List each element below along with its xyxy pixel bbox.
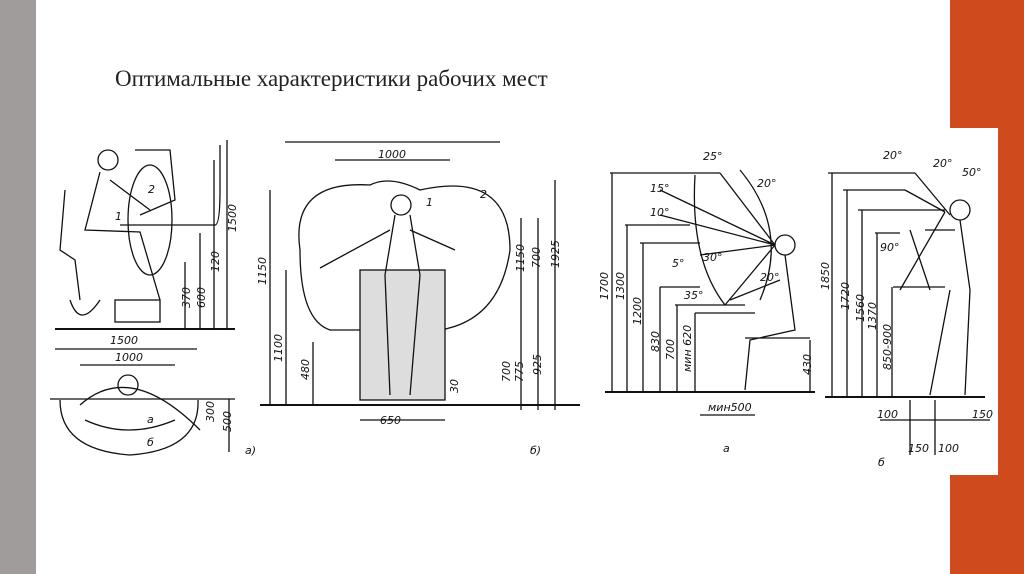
zone-label: а xyxy=(147,413,154,426)
angle-label: 10° xyxy=(650,206,670,219)
dimension-label: 1500 xyxy=(226,204,239,232)
figure-caption: а) xyxy=(245,444,256,457)
figure-caption: а xyxy=(723,442,730,455)
dimension-label: 1150 xyxy=(256,257,269,285)
standing-worker-drawing xyxy=(260,141,580,421)
figure-caption: б) xyxy=(530,444,541,457)
dimension-label: 30 xyxy=(448,379,461,393)
dimension-label: 500 xyxy=(221,411,234,432)
dimension-label: 650 xyxy=(380,414,401,427)
angle-label: 25° xyxy=(703,150,723,163)
dimension-label: 300 xyxy=(204,401,217,422)
dimension-label: 150 xyxy=(908,442,929,455)
dimension-label: 1100 xyxy=(272,334,285,362)
dimension-label: 1300 xyxy=(614,272,627,300)
angle-label: 20° xyxy=(933,157,953,170)
dimension-label: 700 xyxy=(664,339,677,360)
angle-label: 15° xyxy=(650,182,670,195)
dimension-label: 370 xyxy=(180,287,193,308)
dimension-label: 1850 xyxy=(819,262,832,290)
dimension-label: 700 xyxy=(500,361,513,382)
dimension-label: 1150 xyxy=(514,244,527,272)
standing-operator-drawing xyxy=(825,172,990,455)
seated-worker-drawing xyxy=(55,140,235,330)
dimension-label: 100 xyxy=(877,408,898,421)
slide-title: Оптимальные характеристики рабочих мест xyxy=(115,66,548,91)
dimension-label: 480 xyxy=(299,359,312,380)
dimension-label: 150 xyxy=(972,408,993,421)
dimension-label: 1560 xyxy=(854,294,867,322)
zone-label: 1 xyxy=(115,210,122,223)
dimension-label: 1000 xyxy=(378,148,406,161)
dimension-label: 1370 xyxy=(866,302,879,330)
dimension-label: 1700 xyxy=(598,272,611,300)
dimension-label: 430 xyxy=(801,354,814,375)
dimension-label: 1720 xyxy=(839,282,852,310)
seated-operator-drawing xyxy=(605,169,815,416)
left-decor-bar xyxy=(0,0,36,574)
plan-view-drawing xyxy=(50,348,235,456)
dimension-label: 1000 xyxy=(115,351,143,364)
angle-label: 50° xyxy=(962,166,982,179)
dimension-label: 700 xyxy=(530,247,543,268)
dimension-label: мин 620 xyxy=(681,325,694,372)
zone-label: 2 xyxy=(148,183,155,196)
dimension-label: 600 xyxy=(195,287,208,308)
dimension-label: 850-900 xyxy=(881,324,894,370)
dimension-label: 925 xyxy=(531,354,544,375)
angle-label: 90° xyxy=(880,241,900,254)
angle-label: 35° xyxy=(684,289,704,302)
zone-label: 2 xyxy=(480,188,487,201)
dimension-label: 775 xyxy=(513,361,526,382)
angle-label: 20° xyxy=(883,149,903,162)
zone-label: б xyxy=(147,436,154,449)
dimension-label: 830 xyxy=(649,331,662,352)
dimension-label: 120 xyxy=(209,251,222,272)
angle-label: 30° xyxy=(703,251,723,264)
angle-label: 20° xyxy=(760,271,780,284)
dimension-label: 1200 xyxy=(631,297,644,325)
dimension-label: мин500 xyxy=(708,401,752,414)
zone-label: 1 xyxy=(426,196,433,209)
angle-label: 5° xyxy=(672,257,685,270)
dimension-label: 100 xyxy=(938,442,959,455)
figure-caption: б xyxy=(878,456,885,469)
angle-label: 20° xyxy=(757,177,777,190)
dimension-label: 1500 xyxy=(110,334,138,347)
dimension-label: 1925 xyxy=(549,240,562,268)
